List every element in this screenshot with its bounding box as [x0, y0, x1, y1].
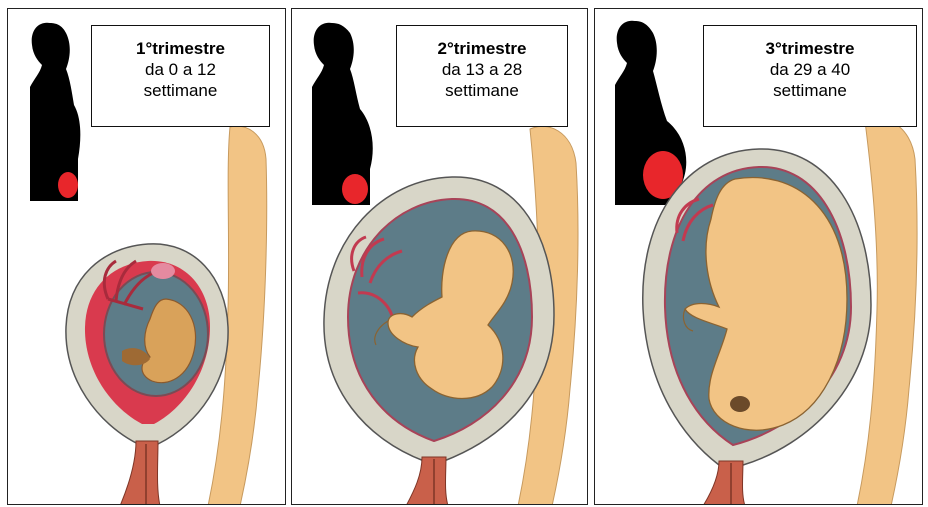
- trimester-label-box: 2°trimestre da 13 a 28 settimane: [396, 25, 568, 127]
- week-range: da 13 a 28: [397, 59, 567, 80]
- cervix: [120, 441, 160, 505]
- week-range: da 29 a 40: [704, 59, 916, 80]
- cervix: [703, 461, 745, 505]
- week-unit: settimane: [704, 80, 916, 101]
- week-unit: settimane: [397, 80, 567, 101]
- panel-second-trimester: 2°trimestre da 13 a 28 settimane: [291, 8, 588, 505]
- trimester-title: 1°trimestre: [92, 38, 269, 59]
- uterus-highlight: [342, 174, 368, 204]
- cervix: [406, 457, 448, 505]
- uterus-highlight: [58, 172, 78, 198]
- woman-silhouette: [312, 23, 373, 205]
- fetus-ear: [730, 396, 750, 412]
- panel-third-trimester: 3°trimestre da 29 a 40 settimane: [594, 8, 923, 505]
- week-unit: settimane: [92, 80, 269, 101]
- trimester-title: 3°trimestre: [704, 38, 916, 59]
- trimester-label-box: 1°trimestre da 0 a 12 settimane: [91, 25, 270, 127]
- week-range: da 0 a 12: [92, 59, 269, 80]
- yolk-sac: [151, 263, 175, 279]
- trimester-label-box: 3°trimestre da 29 a 40 settimane: [703, 25, 917, 127]
- panel-first-trimester: 1°trimestre da 0 a 12 settimane: [7, 8, 286, 505]
- trimester-title: 2°trimestre: [397, 38, 567, 59]
